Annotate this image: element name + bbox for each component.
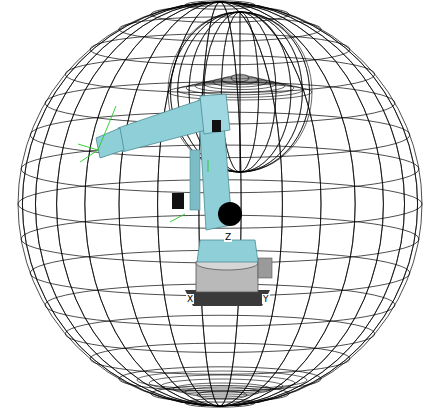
axis-label: Z	[224, 232, 232, 242]
robot-shoulder-joint	[218, 202, 242, 226]
sphere-meridian	[57, 2, 384, 406]
robot-elbow	[200, 94, 230, 134]
sphere-meridian	[22, 2, 417, 406]
axis-label: X	[186, 294, 194, 304]
robot-elbow-joint	[212, 120, 221, 132]
sphere-parallel	[185, 1, 255, 9]
sphere-meridian	[35, 2, 404, 406]
top-cap-meridian	[178, 12, 303, 172]
sphere-meridian	[85, 2, 355, 406]
top-cap-meridian	[178, 12, 303, 172]
bottom-cap-ring	[173, 383, 271, 395]
sphere-meridian	[22, 2, 417, 406]
sphere-meridian	[85, 2, 355, 406]
bottom-cap-ring	[197, 391, 247, 399]
robot-joint-cover	[172, 193, 184, 209]
top-cap-meridian	[221, 12, 258, 172]
sphere-meridian	[35, 2, 404, 406]
robot	[78, 94, 272, 306]
sphere-meridian	[18, 2, 422, 406]
top-cap-meridian	[170, 12, 309, 172]
robot-turntable	[197, 240, 258, 262]
sphere-parallel	[185, 399, 255, 407]
axis-label: Y	[262, 294, 270, 304]
sphere-meridian	[158, 2, 283, 406]
sphere-meridian	[158, 2, 283, 406]
sphere-parallel	[90, 343, 350, 374]
robot-motor	[258, 258, 272, 278]
tool-frame	[78, 106, 208, 222]
sphere-caps	[137, 12, 312, 399]
sphere-parallel	[90, 34, 350, 65]
top-cap-meridian	[170, 12, 309, 172]
bottom-cap-ring	[185, 387, 259, 397]
sphere-parallel	[151, 386, 289, 403]
top-cap-meridian	[221, 12, 258, 172]
sphere-parallel	[65, 315, 374, 352]
sphere-parallel	[151, 6, 289, 23]
robot-counterweight	[190, 150, 200, 210]
sphere-meridian	[199, 2, 241, 406]
sphere-parallel	[65, 56, 374, 93]
top-cap-meridian	[239, 12, 240, 172]
workspace-sphere	[18, 1, 422, 407]
bottom-cap-ring	[137, 371, 307, 389]
robot-wrist	[96, 128, 124, 158]
top-cap-meridian	[168, 12, 312, 172]
sphere-meridian	[199, 2, 241, 406]
sphere-meridian	[57, 2, 384, 406]
